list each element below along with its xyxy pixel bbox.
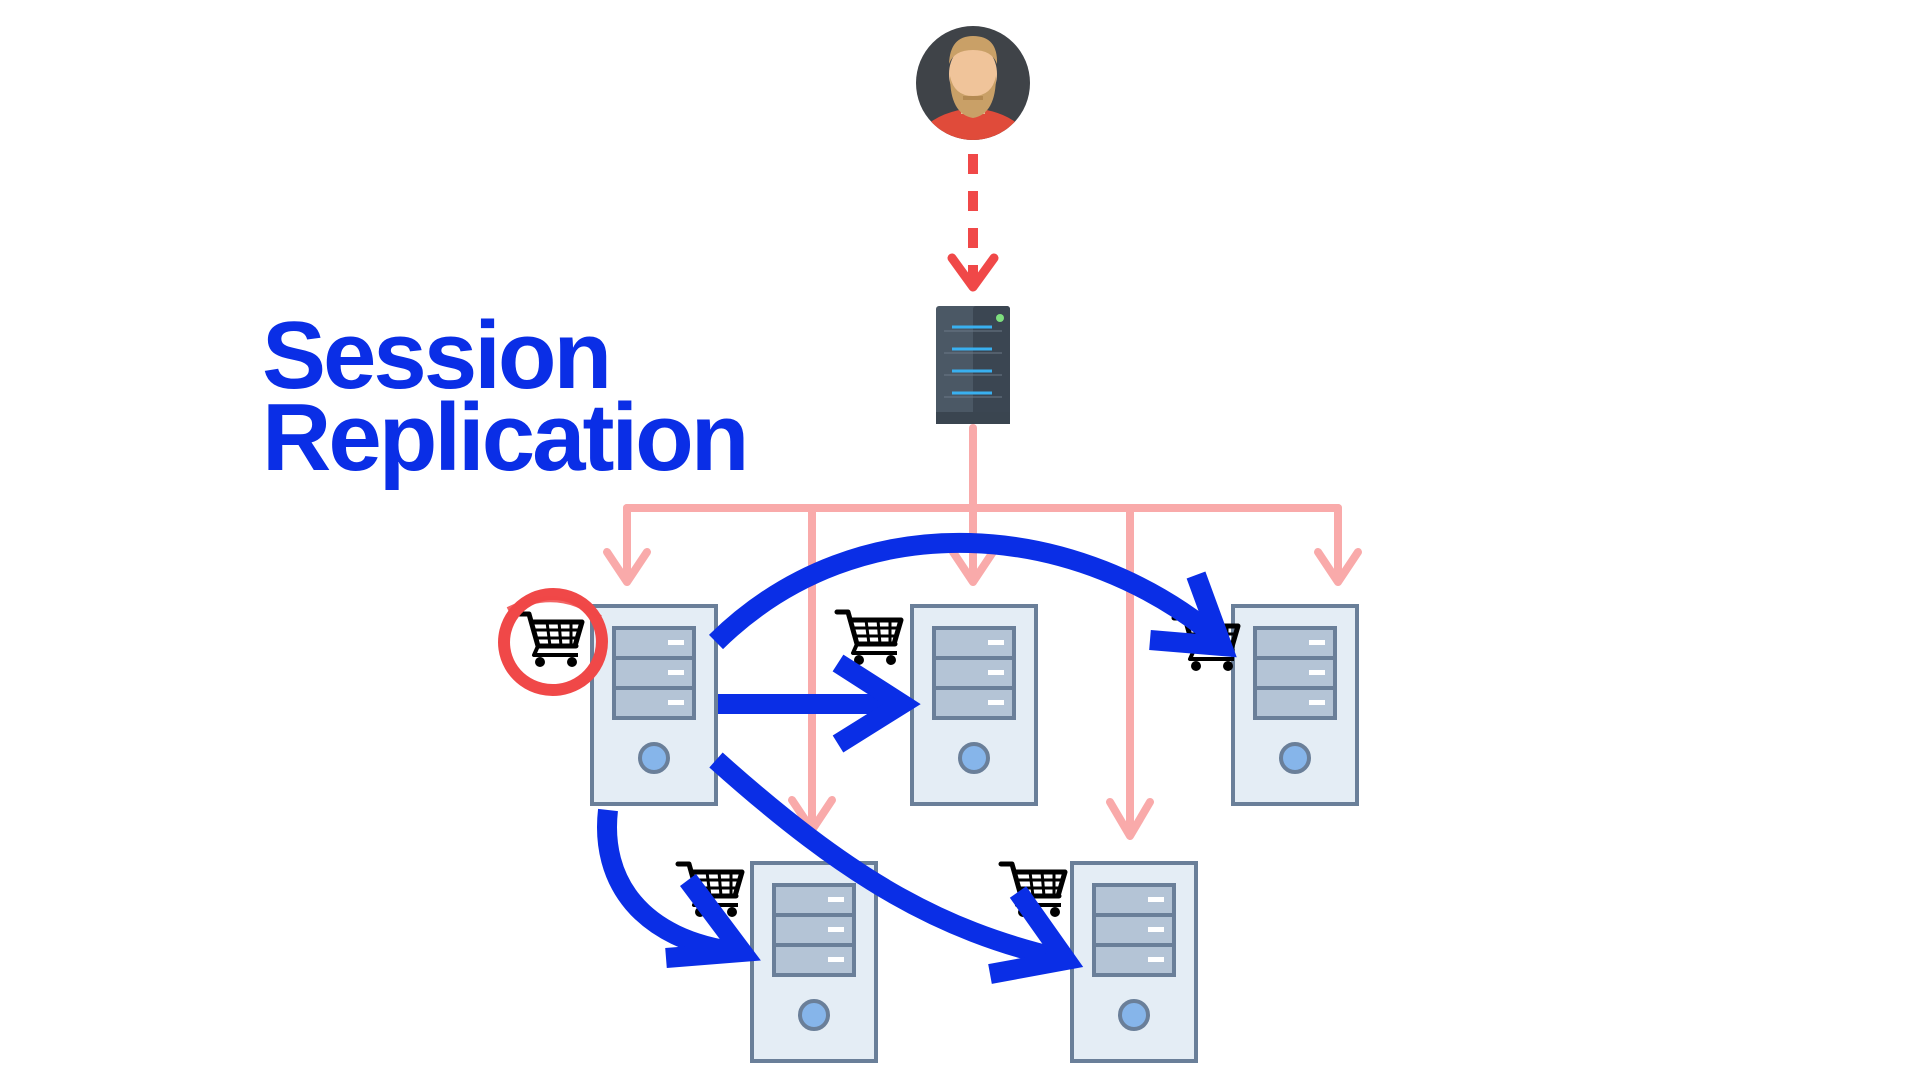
title-line-1: Session (262, 302, 609, 409)
server-3 (1231, 604, 1359, 806)
distribution-lines (603, 424, 1362, 840)
server-5 (1070, 861, 1198, 1063)
replication-arrows (597, 532, 1237, 984)
replication-arrow-server-3 (708, 532, 1237, 658)
highlight-circle (498, 587, 608, 697)
replication-arrow-server-4 (597, 808, 761, 968)
title-line-2: Replication (262, 384, 746, 491)
server-4 (750, 861, 878, 1063)
user-avatar-icon (916, 26, 1030, 140)
rack-server-icon (936, 306, 1010, 424)
request-arrow (947, 154, 999, 292)
replication-arrow-server-2 (718, 654, 921, 753)
server-2 (910, 604, 1038, 806)
diagram-title: Session Replication (262, 302, 749, 491)
replication-arrow-server-5 (709, 752, 1084, 984)
server-primary (590, 604, 718, 806)
shopping-cart-icon (518, 614, 582, 667)
